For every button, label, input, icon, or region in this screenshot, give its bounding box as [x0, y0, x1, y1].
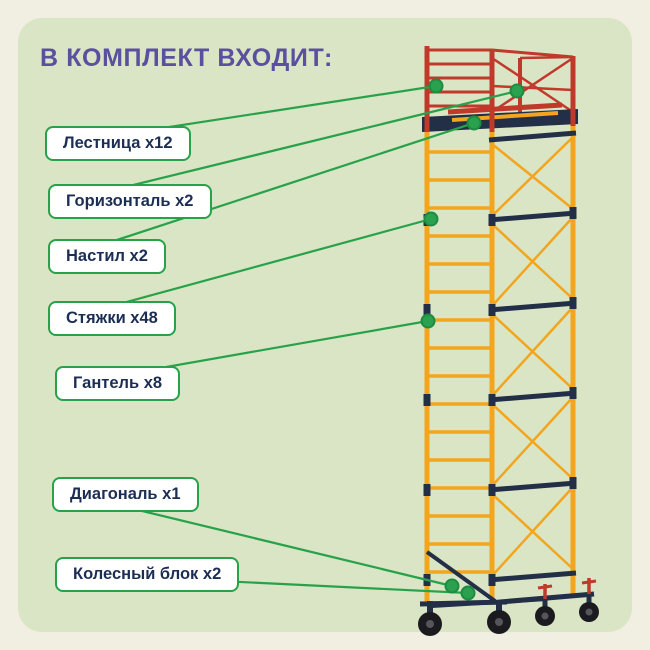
marker-dots: [420, 78, 525, 601]
marker-dot-diagonal: [444, 578, 460, 594]
marker-dot-ladder: [428, 78, 444, 94]
callout-ties: Стяжки x48: [48, 301, 176, 336]
connector-line-decking: [67, 121, 475, 258]
callout-dumbbell: Гантель x8: [55, 366, 181, 401]
callout-wheel-block: Колесный блок x2: [55, 557, 240, 592]
connector-line-horizontal: [67, 89, 518, 203]
marker-dot-horizontal: [509, 83, 525, 99]
page-title: В КОМПЛЕКТ ВХОДИТ:: [40, 44, 333, 72]
marker-dot-decking: [466, 115, 482, 131]
marker-dot-wheel-block: [460, 585, 476, 601]
callout-horizontal: Горизонталь x2: [48, 184, 212, 219]
callout-decking: Настил x2: [48, 239, 166, 274]
marker-dot-ties: [423, 211, 439, 227]
callout-diagonal: Диагональ x1: [52, 477, 199, 512]
scaffold-tower-illustration: [418, 46, 599, 636]
marker-dot-dumbbell: [420, 313, 436, 329]
callout-ladder: Лестница x12: [45, 126, 191, 161]
